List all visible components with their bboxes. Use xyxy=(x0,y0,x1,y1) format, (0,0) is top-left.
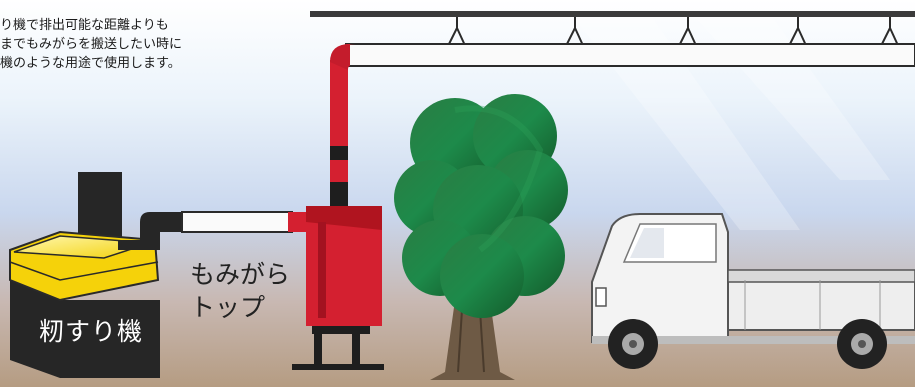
duct-horizontal xyxy=(345,43,915,67)
topper-machine xyxy=(292,206,384,370)
husker-base xyxy=(10,280,160,378)
outlet-duct-dark xyxy=(118,212,182,250)
duct-vertical-red-main xyxy=(330,60,348,205)
topper-label: もみがら トップ xyxy=(190,258,290,324)
caption-line-3: 機のような用途で使用します。 xyxy=(0,56,181,71)
duct-dark-band-2 xyxy=(330,182,348,206)
husker-chimney xyxy=(78,172,122,242)
duct-dark-band-1 xyxy=(330,146,348,160)
duct-elbow xyxy=(330,44,350,70)
husker-box-lid-edge xyxy=(9,261,159,281)
caption-line-1: り機で排出可能な距離よりも xyxy=(0,18,169,33)
husker-label: 籾すり機 xyxy=(38,317,143,346)
description-caption: り機で排出可能な距離よりも までもみがらを搬送したい時に 機のような用途で使用し… xyxy=(0,16,320,73)
outlet-duct-white xyxy=(181,211,293,233)
truck-icon xyxy=(591,213,915,369)
topper-label-line-1: もみがら xyxy=(190,260,291,289)
tree-icon xyxy=(394,94,568,380)
topper-label-line-2: トップ xyxy=(190,293,266,322)
caption-line-2: までもみがらを搬送したい時に xyxy=(0,37,183,52)
